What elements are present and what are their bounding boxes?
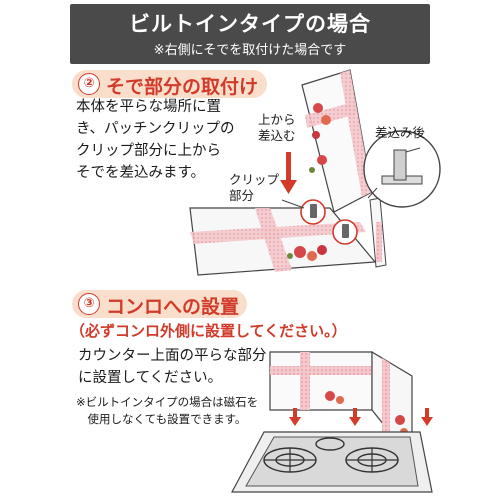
section-title: そで部分の取付け bbox=[106, 76, 259, 98]
header-banner: ビルトインタイプの場合 ※右側にそでを取付けた場合です bbox=[70, 4, 430, 64]
base-flowers bbox=[287, 245, 327, 261]
step-number: ③ bbox=[78, 293, 100, 315]
sleeve-stripe-h bbox=[305, 102, 357, 128]
builtin-note: ※ビルトインタイプの場合は磁石を 使用しなくても設置できます。 bbox=[76, 395, 259, 426]
warning-text: （必ずコンロ外側に設置してください。） bbox=[70, 322, 347, 340]
sleeve-instructions: 本体を平らな場所に置 き、パッチンクリップの クリップ部分に上から そでを差込み… bbox=[76, 99, 235, 181]
label-clip: クリップ 部分 bbox=[229, 172, 280, 203]
page-subtitle: ※右側にそでを取付けた場合です bbox=[153, 43, 347, 58]
section-banner-sleeve: ② そで部分の取付け bbox=[72, 70, 267, 98]
clip-leader bbox=[281, 199, 305, 209]
insert-arrow bbox=[280, 152, 297, 194]
step-number: ② bbox=[78, 73, 100, 95]
sleeve-flowers bbox=[309, 103, 331, 173]
sleeve-bottom-stripe bbox=[376, 222, 382, 262]
base-stripe-v bbox=[255, 208, 292, 272]
placement-arrows bbox=[289, 408, 433, 426]
label-insert-from-top: 上から 差込む bbox=[258, 112, 296, 143]
section-title: コンロへの設置 bbox=[106, 296, 240, 318]
label-after-insert: 差込み後 bbox=[375, 125, 426, 140]
section-banner-stove: ③ コンロへの設置 bbox=[72, 290, 247, 318]
back-panel bbox=[269, 351, 373, 411]
page-title: ビルトインタイプの場合 bbox=[129, 12, 371, 36]
stove-instructions: カウンター上面の平らな部分 に設置してください。 bbox=[78, 348, 267, 386]
back-panel-flowers bbox=[325, 391, 344, 404]
burner-grates bbox=[264, 448, 398, 472]
